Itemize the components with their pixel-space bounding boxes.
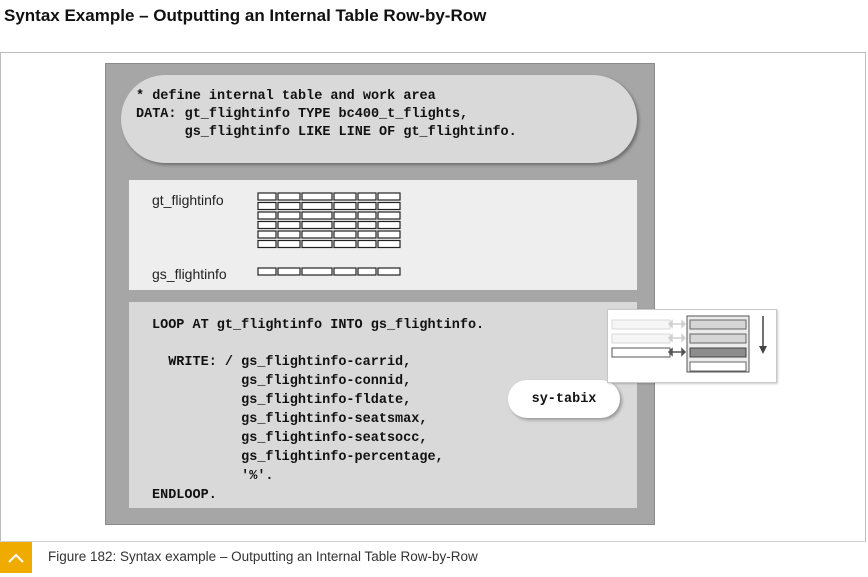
write-field-percentage: gs_flightinfo-percentage, <box>152 450 444 465</box>
work-area-row-icon <box>257 267 401 276</box>
sy-tabix-bubble: sy-tabix <box>508 380 620 418</box>
write-field-fldate: gs_flightinfo-fldate, <box>152 393 412 408</box>
write-field-seatsocc: gs_flightinfo-seatsocc, <box>152 431 428 446</box>
variables-box: gt_flightinfo gs_flightinfo <box>129 180 637 290</box>
write-field-connid: gs_flightinfo-connid, <box>152 374 412 389</box>
loop-line: LOOP AT gt_flightinfo INTO gs_flightinfo… <box>152 318 485 333</box>
write-field-seatsmax: gs_flightinfo-seatsmax, <box>152 412 428 427</box>
write-percent-literal: '%'. <box>152 469 274 484</box>
figure-caption-bar: Figure 182: Syntax example – Outputting … <box>0 541 866 573</box>
figure-caption: Figure 182: Syntax example – Outputting … <box>48 549 478 564</box>
internal-table-grid-icon <box>257 192 401 249</box>
write-line: WRITE: / gs_flightinfo-carrid, <box>152 355 412 370</box>
declaration-comment-line: * define internal table and work area <box>136 89 436 104</box>
declaration-code-block: * define internal table and work area DA… <box>121 75 637 163</box>
row-copy-arrows-icon <box>607 309 777 383</box>
sy-tabix-label: sy-tabix <box>531 391 597 407</box>
declaration-like-line: gs_flightinfo LIKE LINE OF gt_flightinfo… <box>136 125 517 140</box>
declaration-data-line: DATA: gt_flightinfo TYPE bc400_t_flights… <box>136 107 469 122</box>
work-area-label: gs_flightinfo <box>152 266 227 282</box>
page-title: Syntax Example – Outputting an Internal … <box>4 6 487 25</box>
endloop-line: ENDLOOP. <box>152 488 217 503</box>
internal-table-label: gt_flightinfo <box>152 192 224 208</box>
chevron-up-icon[interactable] <box>0 542 32 573</box>
